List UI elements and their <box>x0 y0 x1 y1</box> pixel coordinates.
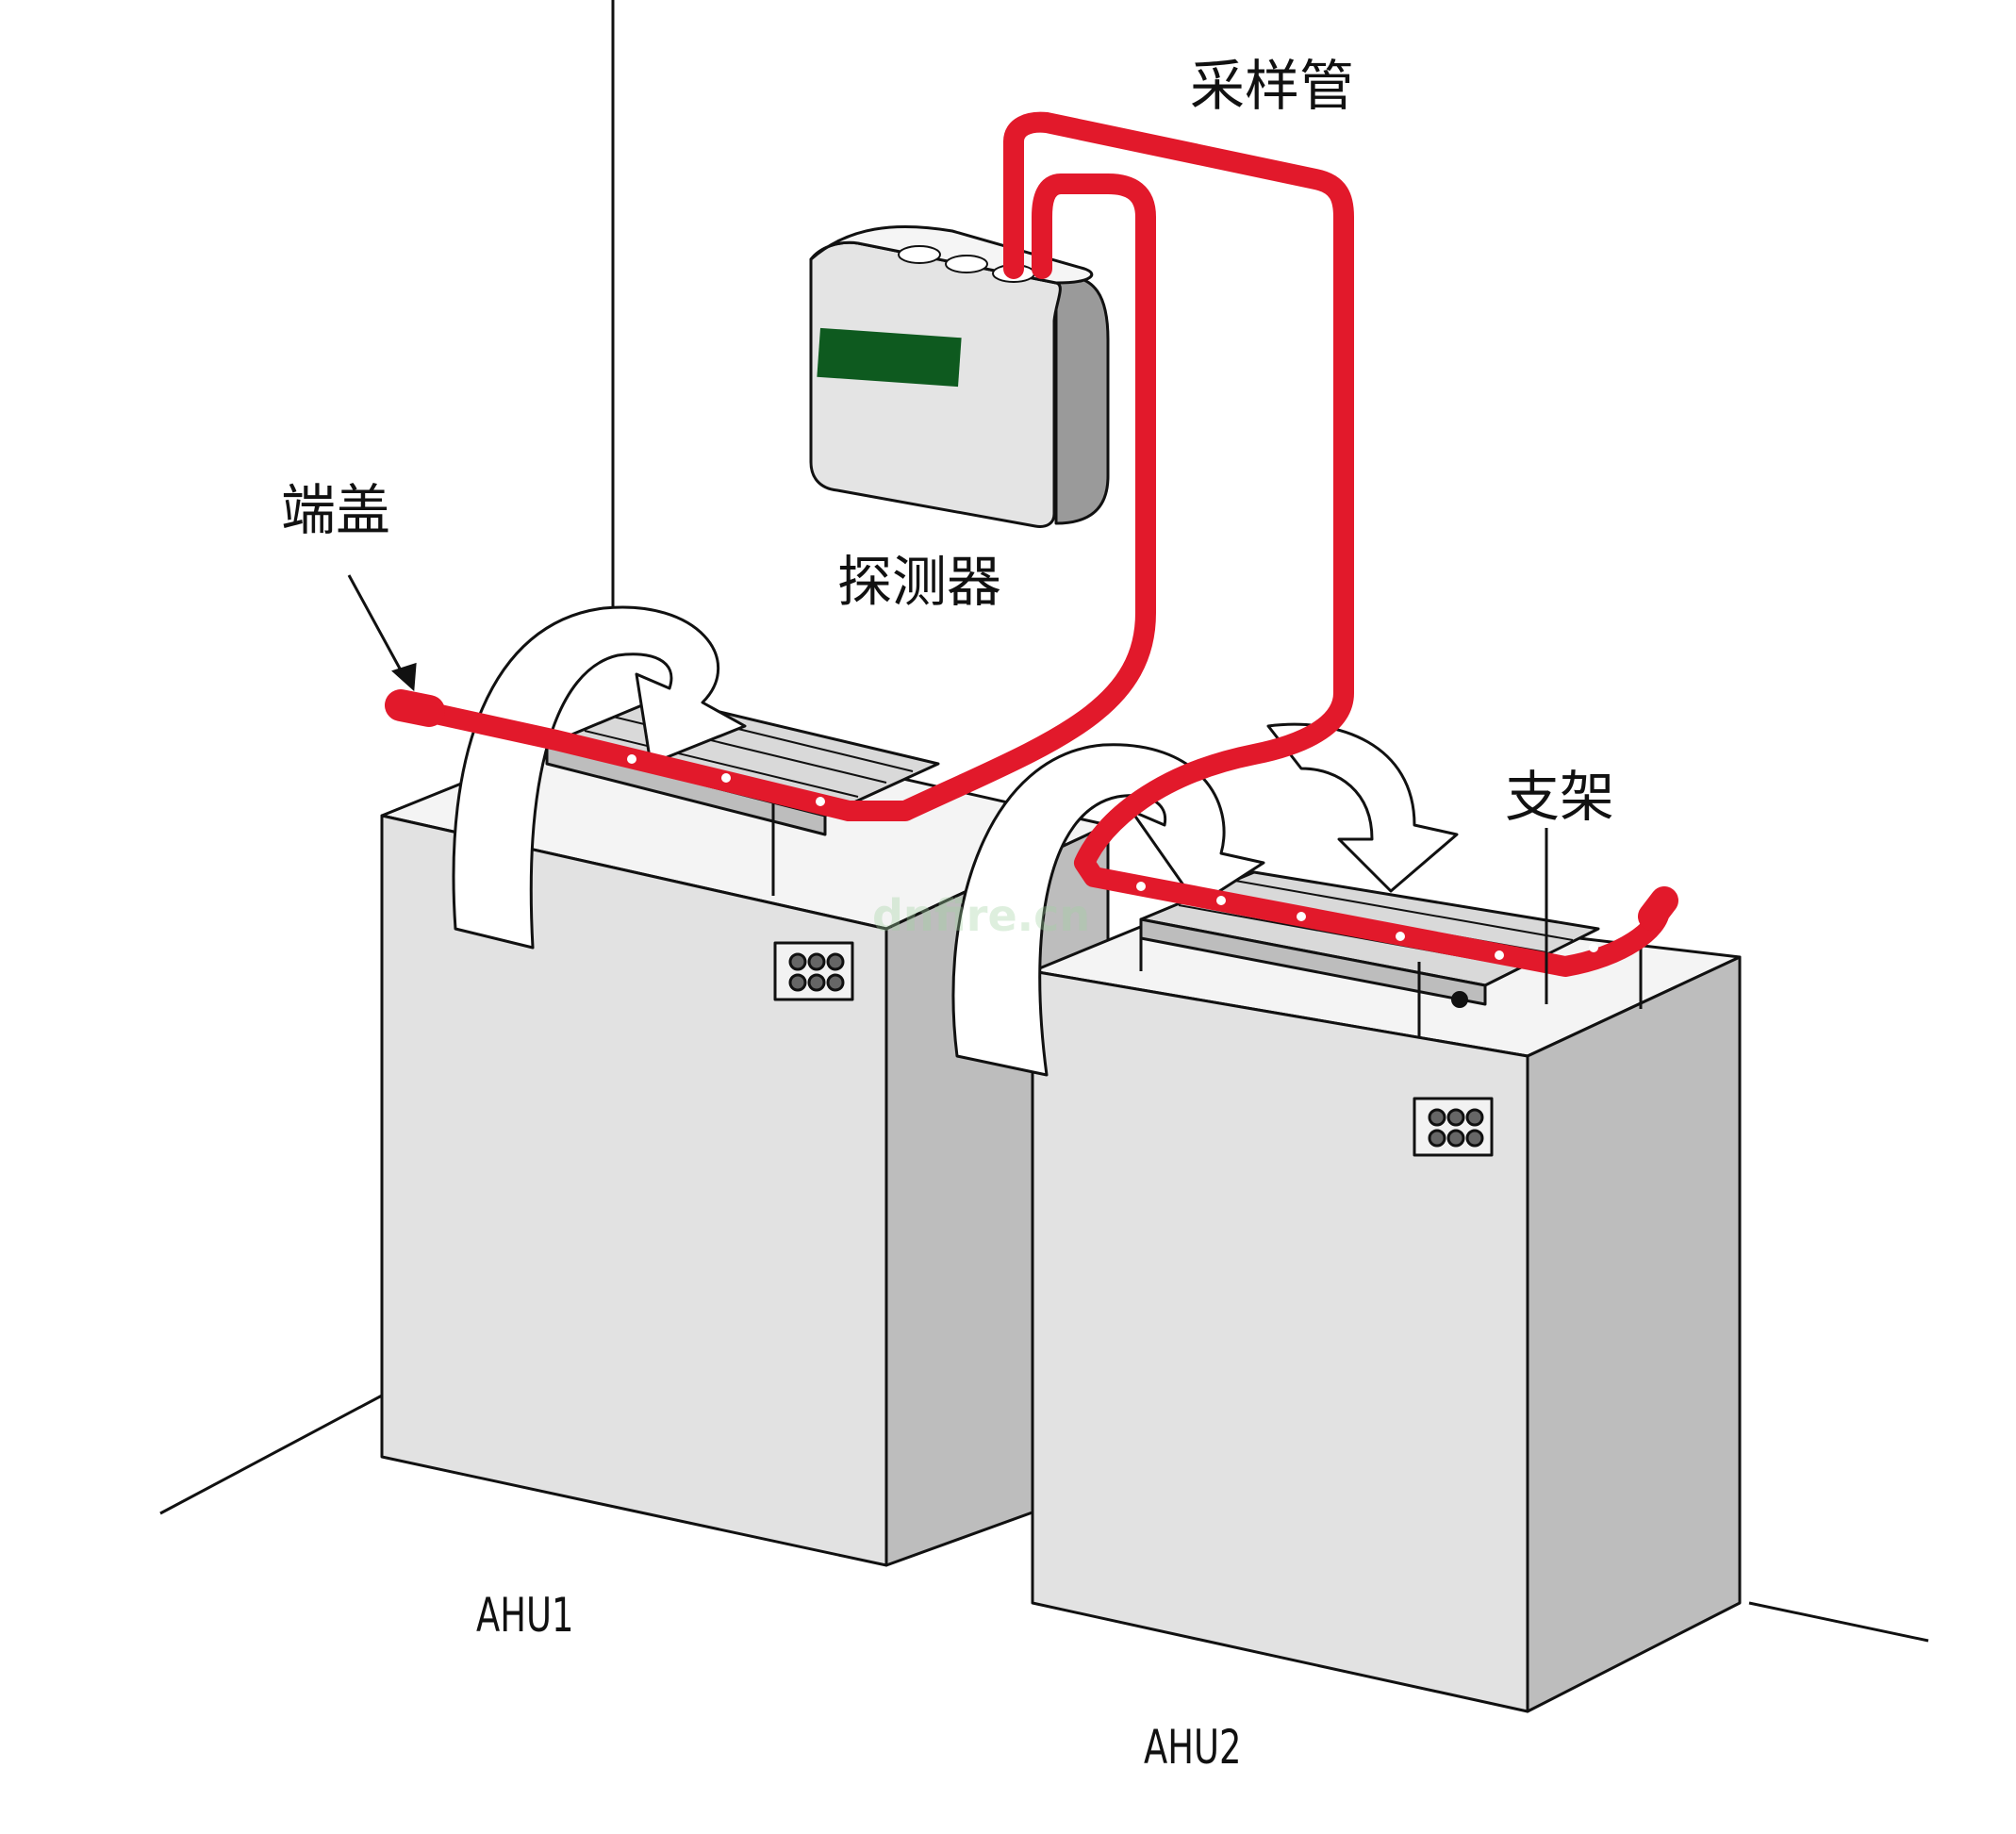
sampling-pipe <box>385 111 1678 977</box>
ahu1-control-panel <box>773 941 854 1001</box>
pipe-end-caps <box>385 689 1678 931</box>
watermark: dnfire.cn <box>872 890 1091 941</box>
detector-display <box>817 327 962 388</box>
ahu2-unit <box>1031 870 1742 1713</box>
sampling-pipe-label: 采样管 <box>1190 54 1355 118</box>
detector-label: 探测器 <box>837 550 1002 614</box>
floor-line-right <box>1748 1601 1929 1643</box>
floor-line-left <box>159 1394 383 1515</box>
airflow-arrow-ahu1-to-ahu2 <box>951 743 1265 1077</box>
callouts <box>347 574 1548 1008</box>
ahu1-label: AHU1 <box>476 1588 574 1643</box>
pipe-run-ahu1 <box>395 173 1156 821</box>
pipe-run-ahu2 <box>1003 111 1670 977</box>
bracket-label: 支架 <box>1505 765 1615 829</box>
end-cap-leader-arrowhead <box>391 662 417 692</box>
end-cap-label: 端盖 <box>281 478 391 542</box>
end-cap-leader <box>347 574 407 680</box>
ahu2-front-face <box>1031 969 1529 1713</box>
detector-side-face <box>1049 274 1110 525</box>
room-lines <box>159 0 1929 1643</box>
ahu2-side-face <box>1526 955 1742 1713</box>
airflow-arrow-ahu1 <box>452 605 747 950</box>
detector-top-ports <box>898 245 1035 283</box>
bracket-anchor-dot <box>1451 991 1468 1008</box>
detector-box <box>809 224 1110 528</box>
ahu2-control-panel <box>1413 1097 1494 1157</box>
pipe-sampling-holes <box>627 754 1598 960</box>
ahu2-label: AHU2 <box>1144 1720 1242 1775</box>
airflow-arrows <box>452 605 1459 1077</box>
